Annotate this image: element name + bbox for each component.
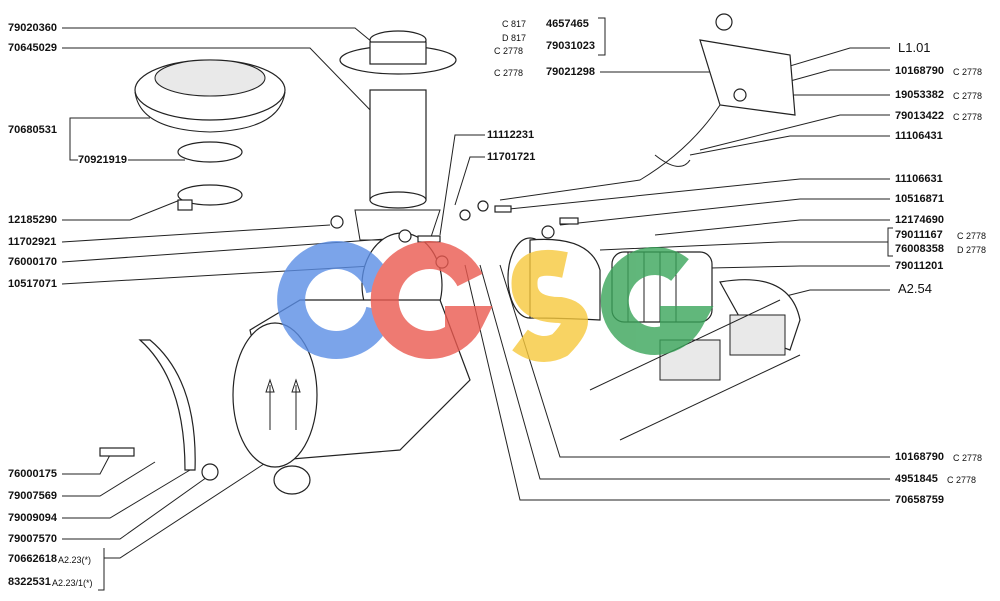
part-label-76000175: 76000175 bbox=[8, 468, 57, 480]
part-label-r1: 10168790 bbox=[895, 65, 944, 77]
leader-79009094 bbox=[62, 469, 191, 519]
mounting-strap bbox=[99, 339, 219, 481]
part-label-11112231: 11112231 bbox=[487, 129, 535, 141]
part-label-r4: 11106431 bbox=[895, 130, 943, 142]
part-label-8322531: 8322531 bbox=[8, 576, 51, 588]
part-label-70662618: 70662618 bbox=[8, 553, 57, 565]
part-label-79020360: 79020360 bbox=[8, 22, 57, 34]
part-label-70921919: 70921919 bbox=[78, 154, 127, 166]
hose-clamps bbox=[177, 141, 243, 211]
part-label-10517071: 10517071 bbox=[8, 278, 57, 290]
leader-79013422 bbox=[699, 114, 890, 151]
part-label-79021298: 79021298 bbox=[546, 66, 595, 78]
leader-10168790-bottom bbox=[499, 264, 890, 458]
leader-lines bbox=[61, 17, 893, 591]
part-label-76000170: 76000170 bbox=[8, 256, 57, 268]
watermark-logo bbox=[277, 241, 714, 362]
part-label-r10: 79011201 bbox=[895, 260, 944, 272]
watermark-g-green bbox=[600, 247, 714, 356]
leader-70662618 bbox=[104, 459, 271, 559]
part-label-11702921: 11702921 bbox=[8, 236, 57, 248]
part-label-79007569: 79007569 bbox=[8, 490, 57, 502]
watermark-s-yellow bbox=[511, 249, 588, 362]
group-prefix-c2778-b: C 2778 bbox=[494, 68, 524, 78]
bracket-top-group bbox=[598, 17, 606, 56]
leader-79007569 bbox=[62, 461, 156, 497]
filter-cover bbox=[134, 59, 286, 133]
part-label-r7: 12174690 bbox=[895, 214, 944, 226]
part-suffix-r2: C 2778 bbox=[953, 91, 983, 101]
part-suffix-r1: C 2778 bbox=[953, 67, 983, 77]
leader-79020360 bbox=[62, 27, 373, 43]
intake-snorkel bbox=[339, 30, 457, 241]
part-label-r11: 10168790 bbox=[895, 451, 944, 463]
group-prefix-c817: C 817 bbox=[502, 19, 527, 29]
part-suffix-8322531: A2.23/1(*) bbox=[52, 578, 93, 588]
group-prefix-c2778: C 2778 bbox=[494, 46, 524, 56]
watermark-c-blue bbox=[277, 241, 394, 359]
part-suffix-r9: D 2778 bbox=[957, 245, 987, 255]
leader-11106431 bbox=[689, 135, 890, 156]
leader-11701721 bbox=[454, 156, 485, 206]
group-prefix-d817: D 817 bbox=[502, 33, 527, 43]
leader-11702921 bbox=[61, 224, 331, 243]
part-label-r5: 11106631 bbox=[895, 173, 943, 185]
part-label-79031023: 79031023 bbox=[546, 40, 595, 52]
part-label-11701721: 11701721 bbox=[487, 151, 536, 163]
part-label-r2: 19053382 bbox=[895, 89, 944, 101]
leader-76000175 bbox=[62, 454, 111, 475]
part-label-79009094: 79009094 bbox=[8, 512, 57, 524]
leader-79011201 bbox=[709, 265, 890, 269]
part-label-r8: 79011167 bbox=[895, 229, 943, 241]
part-suffix-70662618: A2.23(*) bbox=[58, 555, 92, 565]
reference-A254: A2.54 bbox=[898, 281, 932, 296]
leader-79007570 bbox=[62, 474, 211, 540]
part-suffix-r3: C 2778 bbox=[953, 112, 983, 122]
bracket-70680531 bbox=[69, 117, 78, 161]
leader-12185290 bbox=[62, 199, 181, 221]
part-suffix-r8: C 2778 bbox=[957, 231, 987, 241]
part-label-79007570: 79007570 bbox=[8, 533, 57, 545]
part-label-12185290: 12185290 bbox=[8, 214, 57, 226]
part-label-4657465: 4657465 bbox=[546, 18, 589, 30]
bracket-group-a223 bbox=[98, 548, 105, 591]
bracket-79011167 bbox=[887, 227, 893, 257]
part-label-70645029: 70645029 bbox=[8, 42, 57, 54]
leader-12174690 bbox=[654, 219, 890, 236]
reference-L101: L1.01 bbox=[898, 40, 931, 55]
breather-bracket bbox=[499, 13, 796, 201]
leader-70645029 bbox=[62, 47, 376, 116]
leader-11112231 bbox=[439, 134, 485, 236]
leader-4951845 bbox=[479, 264, 890, 480]
part-suffix-r11: C 2778 bbox=[953, 453, 983, 463]
part-label-r3: 79013422 bbox=[895, 110, 944, 122]
part-suffix-r12: C 2778 bbox=[947, 475, 977, 485]
part-label-r9: 76008358 bbox=[895, 243, 944, 255]
part-label-r6: 10516871 bbox=[895, 193, 944, 205]
leader-70658759 bbox=[464, 264, 890, 501]
part-label-r12: 4951845 bbox=[895, 473, 938, 485]
part-label-70680531: 70680531 bbox=[8, 124, 57, 136]
leader-10516871 bbox=[559, 198, 890, 226]
leader-11106631 bbox=[499, 178, 890, 211]
part-label-r13: 70658759 bbox=[895, 494, 944, 506]
watermark-g-red bbox=[370, 241, 493, 359]
